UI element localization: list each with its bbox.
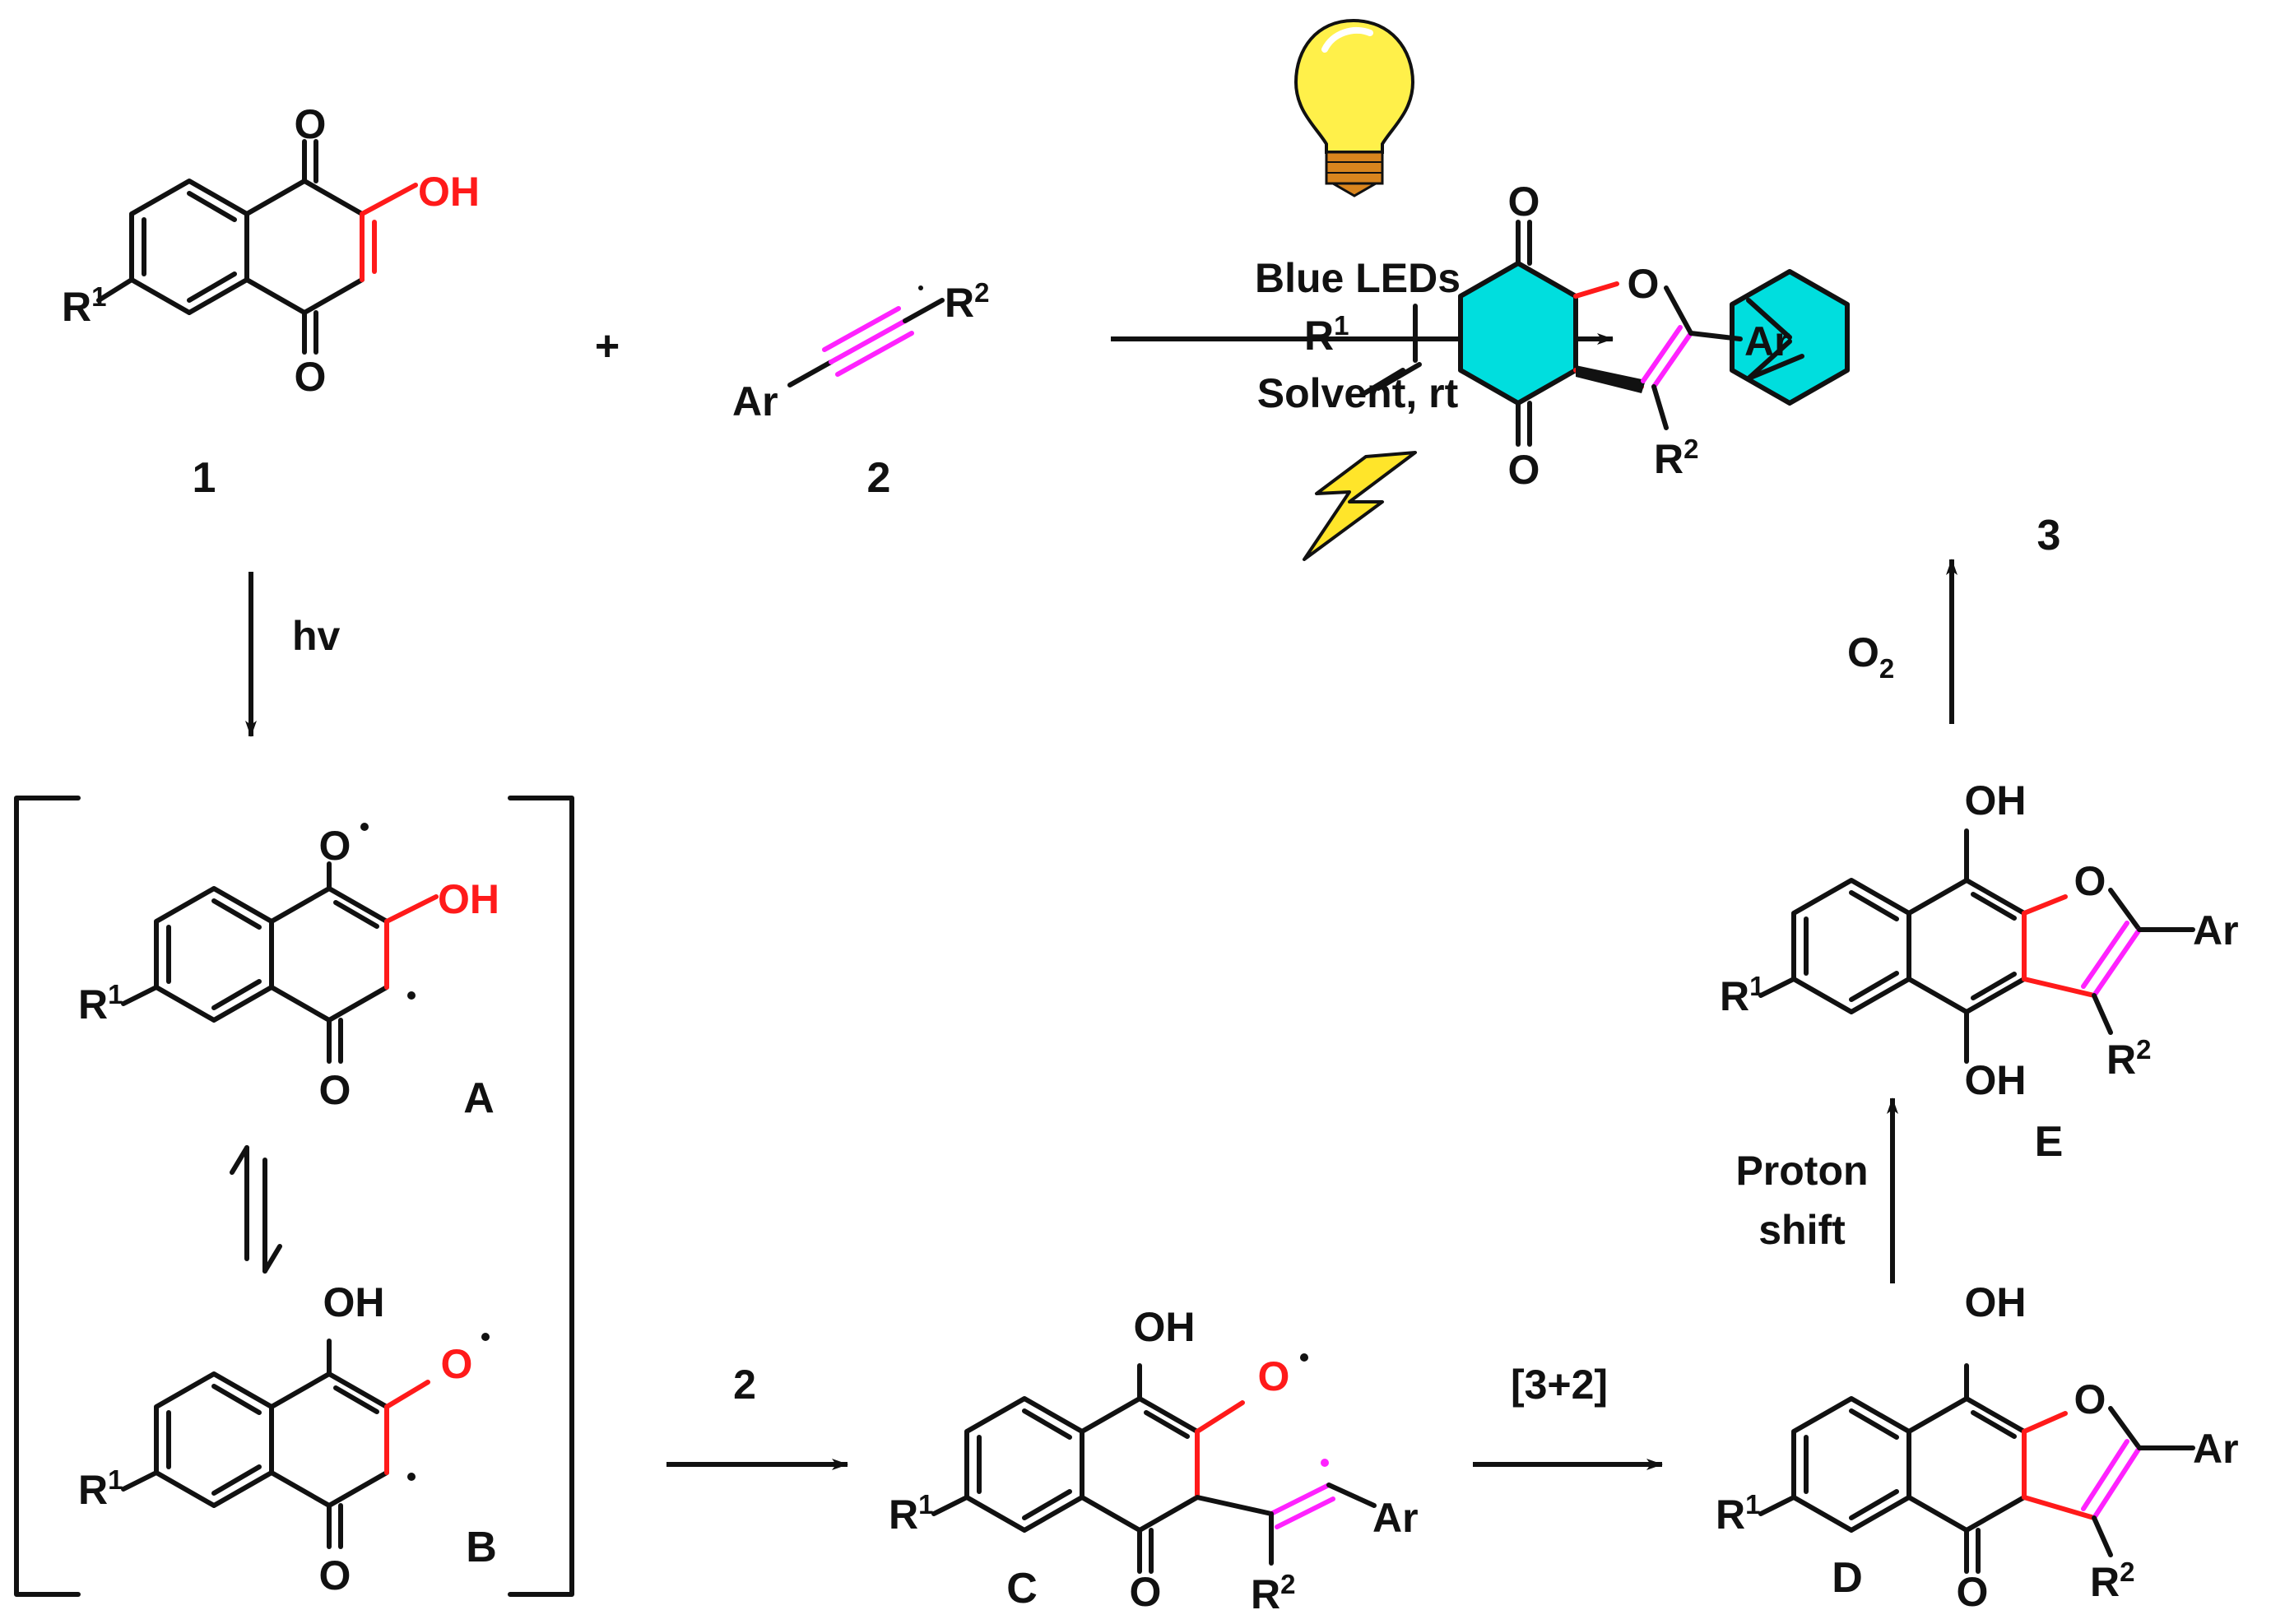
A-hydroxyl: OH [438, 876, 499, 922]
C-r1: R1 [889, 1489, 933, 1538]
C-aryl: Ar [1372, 1495, 1419, 1541]
c1-r-group: R1 [62, 281, 106, 330]
c1-oxygen-bottom: O [295, 354, 327, 400]
intermediate-B: OH O O R1 B [78, 1279, 497, 1598]
E-r2: R2 [2106, 1034, 2151, 1083]
condition-cycloaddition: [3+2] [1511, 1362, 1608, 1408]
D-r1: R1 [1716, 1489, 1760, 1538]
c3-oxygen-bottom: O [1508, 447, 1540, 493]
B-hydroxyl: OH [323, 1279, 385, 1325]
E-hydroxyl-top: OH [1965, 777, 2027, 824]
left-bracket [14, 796, 81, 1597]
compound-3: O O O Ar R1 R2 3 [918, 179, 2061, 559]
E-hydroxyl-bottom: OH [1965, 1057, 2027, 1103]
compound-label-2: 2 [867, 454, 891, 502]
condition-light: Blue LEDs [1255, 255, 1461, 301]
equilibrium-arrows [230, 1145, 282, 1274]
c1-oxygen-top: O [295, 101, 327, 147]
c1-hydroxyl: OH [418, 169, 480, 215]
D-r2: R2 [2090, 1557, 2134, 1605]
compound-1: O O OH R1 1 [62, 101, 480, 502]
intermediate-C: OH O O Ar R1 R2 C [889, 1304, 1419, 1617]
c3-oxygen-top: O [1508, 179, 1540, 225]
condition-oxidant: O2 [1847, 629, 1894, 684]
condition-hv: hv [292, 613, 341, 659]
E-furan-oxygen: O [2074, 858, 2106, 904]
E-aryl: Ar [2193, 907, 2239, 954]
intermediate-E: OH OH O Ar R1 R2 E [1720, 777, 2239, 1166]
B-oxygen-radical: O [441, 1341, 473, 1387]
plus-sign: + [595, 322, 620, 370]
c3-r1: R1 [1304, 310, 1349, 359]
intermediate-label-C: C [1006, 1565, 1038, 1612]
C-oxygen-radical: O [1258, 1353, 1290, 1399]
D-furan-oxygen: O [2074, 1376, 2106, 1422]
intermediate-A: O OH O R1 A [78, 823, 499, 1122]
light-bulb-icon [1293, 18, 1415, 197]
B-oxygen-bottom: O [319, 1552, 351, 1598]
c3-aryl: Ar [1744, 318, 1790, 364]
intermediate-label-B: B [466, 1524, 497, 1571]
C-oxygen-bottom: O [1130, 1569, 1162, 1615]
condition-reagent-2: 2 [733, 1362, 756, 1408]
C-hydroxyl: OH [1134, 1304, 1196, 1350]
c3-r2: R2 [1654, 434, 1698, 482]
lightning-bolt-icon [1303, 451, 1417, 561]
D-hydroxyl: OH [1965, 1279, 2027, 1325]
condition-proton-line2: shift [1758, 1207, 1846, 1253]
A-r-group: R1 [78, 979, 123, 1028]
condition-solvent: Solvent, rt [1257, 370, 1459, 416]
c2-aryl: Ar [732, 378, 778, 425]
compound-2: Ar R2 2 [732, 277, 989, 502]
c3-furan-oxygen: O [1628, 261, 1660, 307]
B-r-group: R1 [78, 1464, 123, 1513]
compound-label-1: 1 [193, 454, 216, 502]
A-oxygen-bottom: O [319, 1067, 351, 1113]
intermediate-label-E: E [2035, 1118, 2064, 1166]
right-bracket [508, 796, 574, 1597]
intermediate-D: OH O O Ar R1 R2 D [1716, 1279, 2239, 1615]
c2-r-group: R2 [945, 277, 989, 326]
C-r2: R2 [1251, 1569, 1295, 1617]
intermediate-label-A: A [463, 1074, 495, 1122]
A-oxygen-radical: O [319, 823, 351, 869]
D-oxygen-bottom: O [1957, 1569, 1989, 1615]
condition-proton-line1: Proton [1735, 1148, 1868, 1194]
intermediate-label-D: D [1832, 1554, 1863, 1602]
E-r1: R1 [1720, 971, 1764, 1019]
D-aryl: Ar [2193, 1426, 2239, 1472]
compound-label-3: 3 [2037, 512, 2061, 559]
